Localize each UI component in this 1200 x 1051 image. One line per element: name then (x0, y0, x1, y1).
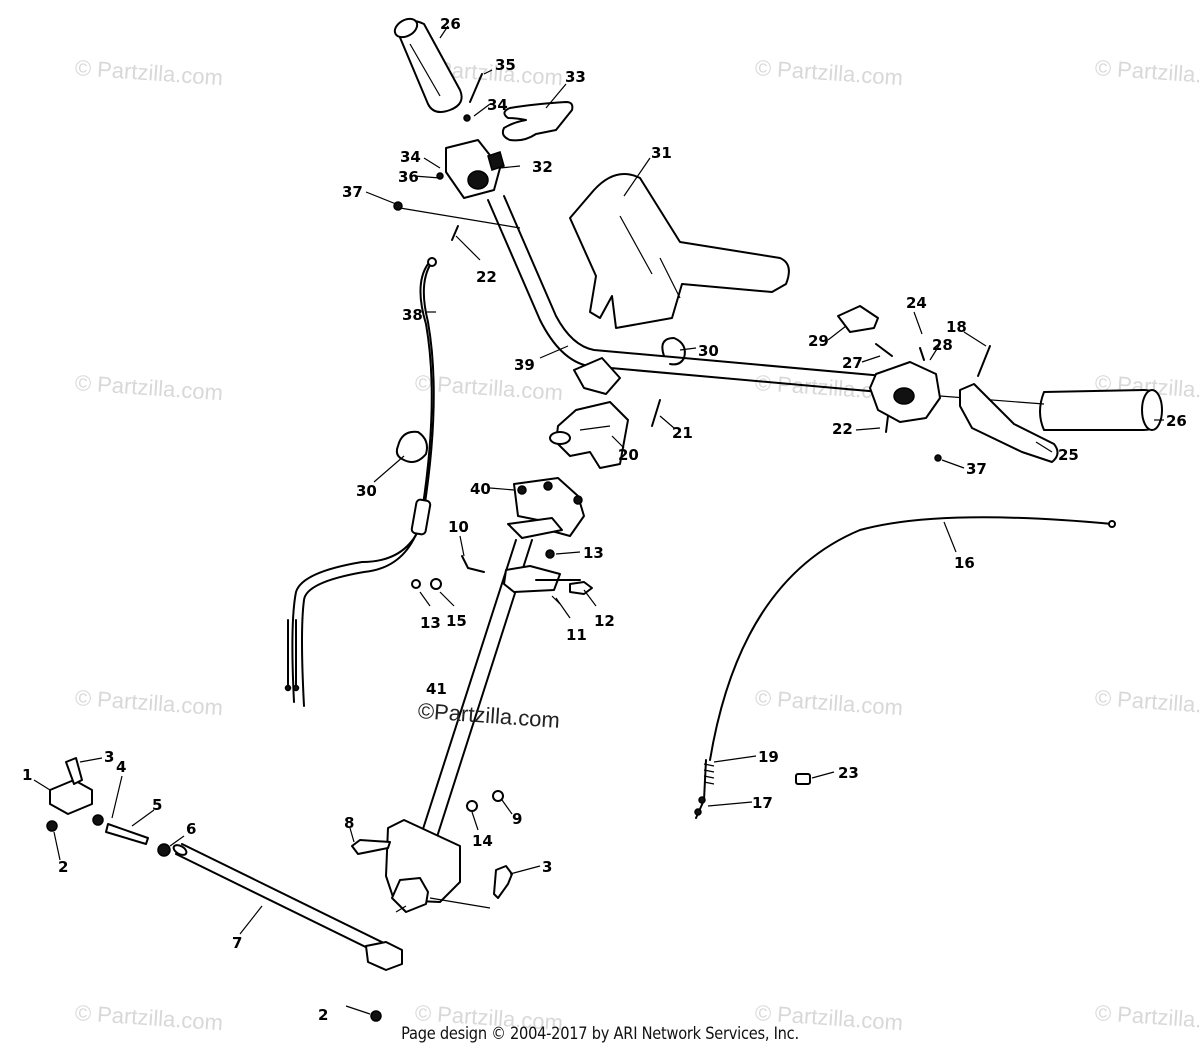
callout-37: 37 (342, 183, 363, 201)
tie-rod-part (172, 843, 403, 971)
callout-35: 35 (495, 56, 516, 74)
pin-part (977, 345, 991, 377)
nut-part (545, 549, 555, 559)
callout-34: 34 (487, 96, 508, 114)
callout-20: 20 (618, 446, 639, 464)
callout-15: 15 (446, 612, 467, 630)
bolt-part (105, 823, 149, 845)
upper-clamp-part (549, 401, 629, 469)
nut-part (46, 820, 58, 832)
callout-11: 11 (566, 626, 587, 644)
steering-post-part (403, 517, 581, 891)
ferrule-part (795, 773, 811, 785)
callout-1: 1 (22, 766, 32, 784)
tie-rod-end-part (49, 779, 93, 815)
callout-25: 25 (1058, 446, 1079, 464)
callout-26: 26 (1166, 412, 1187, 430)
nut-part (157, 843, 171, 857)
screw-part (451, 225, 459, 241)
callout-22: 22 (832, 420, 853, 438)
callout-14: 14 (472, 832, 493, 850)
nut-part (411, 579, 421, 589)
washer-part (430, 578, 442, 590)
callout-3: 3 (104, 748, 114, 766)
right-grip-part (939, 389, 1163, 431)
throttle-cable-part (694, 516, 1116, 819)
callout-34: 34 (400, 148, 421, 166)
callout-31: 31 (651, 144, 672, 162)
callout-32: 32 (532, 158, 553, 176)
bolt-part (493, 865, 513, 899)
callout-2: 2 (58, 858, 68, 876)
throttle-lever-part (501, 101, 574, 142)
handlebar-pad-part (569, 173, 790, 329)
callout-8: 8 (344, 814, 354, 832)
callout-26: 26 (440, 15, 461, 33)
callout-9: 9 (512, 810, 522, 828)
bolt-part (569, 581, 593, 595)
screw-part (469, 73, 483, 103)
screw-part (885, 415, 889, 433)
callout-29: 29 (808, 332, 829, 350)
callout-28: 28 (932, 336, 953, 354)
bolt-part (65, 757, 83, 785)
right-switch-housing-part (837, 305, 941, 423)
lower-clamp-part (513, 477, 585, 537)
nut-part (492, 790, 504, 802)
throttle-lever-right-part (959, 383, 1059, 463)
washer-part (466, 800, 478, 812)
callout-2: 2 (318, 1006, 328, 1024)
callout-21: 21 (672, 424, 693, 442)
handlebar-part (399, 195, 885, 395)
callout-13: 13 (420, 614, 441, 632)
callout-38: 38 (402, 306, 423, 324)
callout-23: 23 (838, 764, 859, 782)
page-footer: Page design © 2004-2017 by ARI Network S… (401, 1024, 799, 1044)
clamp-part (395, 430, 428, 463)
washer-part (934, 454, 942, 462)
callout-30: 30 (356, 482, 377, 500)
callout-18: 18 (946, 318, 967, 336)
nut-part (92, 814, 104, 826)
callout-10: 10 (448, 518, 469, 536)
left-grip-part (393, 17, 463, 113)
callout-19: 19 (758, 748, 779, 766)
callout-24: 24 (906, 294, 927, 312)
left-switch-housing-part (445, 139, 505, 199)
leader-lines (33, 25, 1164, 1015)
callout-22: 22 (476, 268, 497, 286)
callout-5: 5 (152, 796, 162, 814)
callout-39: 39 (514, 356, 535, 374)
callout-3: 3 (542, 858, 552, 876)
callout-7: 7 (232, 934, 242, 952)
callout-41: 41 (426, 680, 447, 698)
callout-30: 30 (698, 342, 719, 360)
pin-part (351, 839, 391, 855)
pin-part (461, 555, 485, 573)
clamp-part (661, 337, 686, 366)
brake-cable-part (284, 257, 437, 707)
callout-37: 37 (966, 460, 987, 478)
callout-16: 16 (954, 554, 975, 572)
callout-27: 27 (842, 354, 863, 372)
callout-36: 36 (398, 168, 419, 186)
washer-part (463, 114, 471, 122)
callout-33: 33 (565, 68, 586, 86)
callout-17: 17 (752, 794, 773, 812)
column-support-part (385, 819, 491, 913)
callout-40: 40 (470, 480, 491, 498)
bolt-part (651, 399, 661, 427)
callout-6: 6 (186, 820, 196, 838)
callout-13: 13 (583, 544, 604, 562)
callout-12: 12 (594, 612, 615, 630)
nut-part (370, 1010, 382, 1022)
callout-4: 4 (116, 758, 126, 776)
